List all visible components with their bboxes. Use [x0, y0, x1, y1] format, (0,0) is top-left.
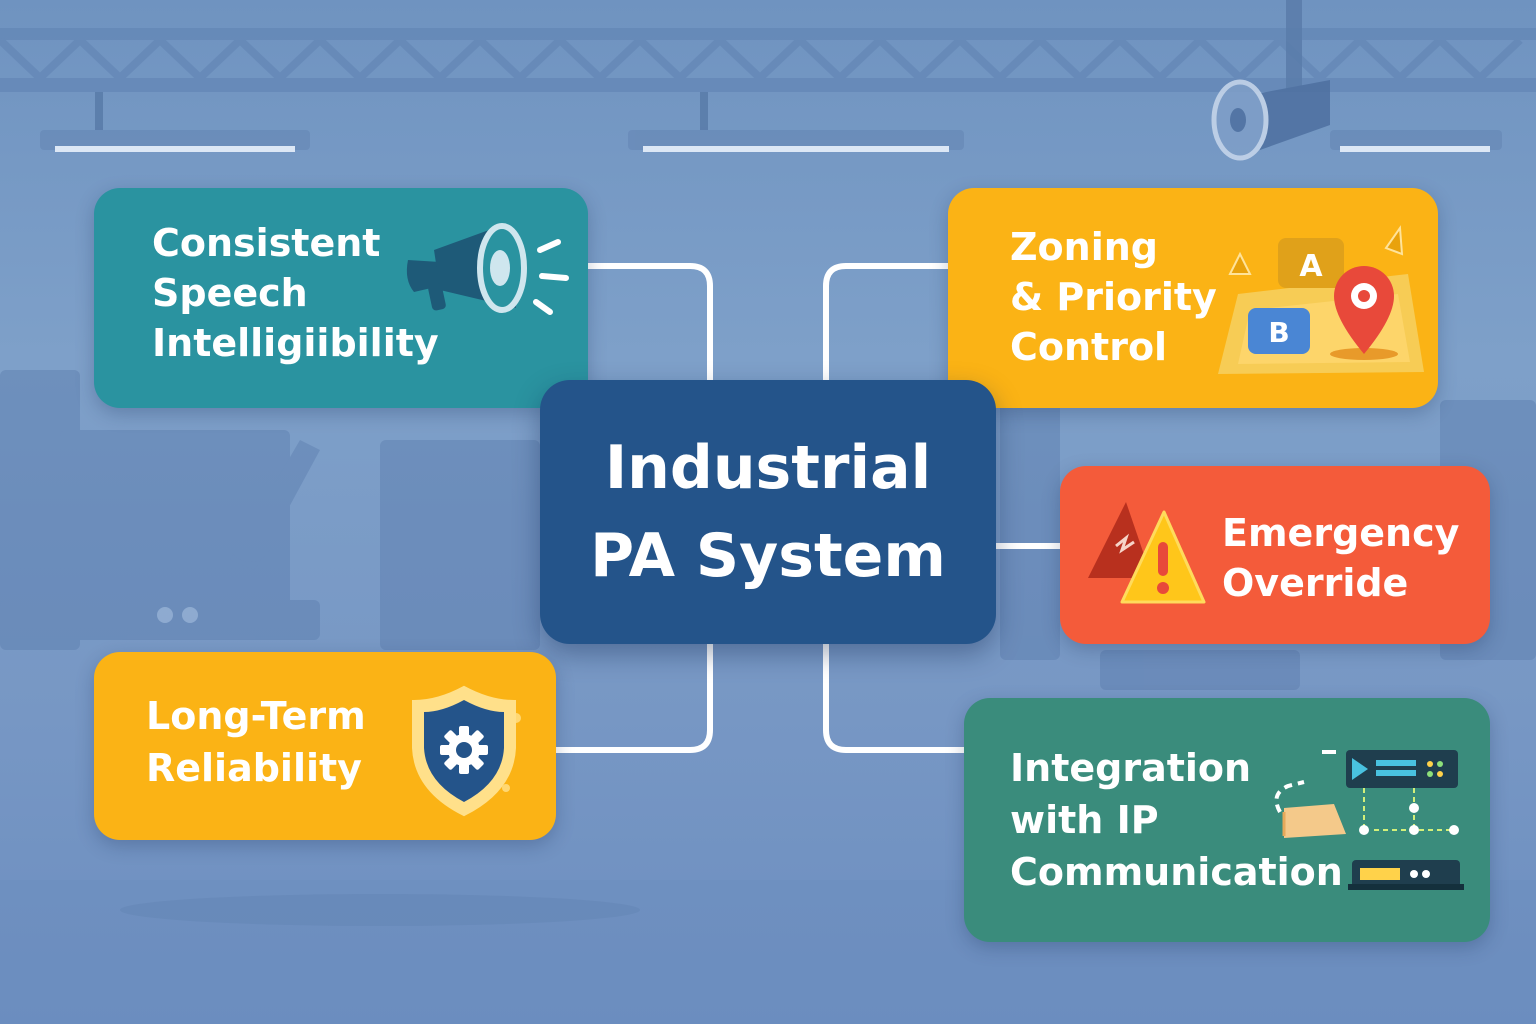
feature-label-reliability: Long-Term Reliability [146, 694, 366, 790]
hanging-lights [40, 92, 1502, 152]
connector-zoning [823, 263, 951, 383]
megaphone-icon [406, 223, 569, 315]
warning-icon [1088, 502, 1206, 604]
feature-label-emergency: Emergency Override [1222, 511, 1460, 605]
center-node: Industrial PA System [540, 380, 996, 644]
connector-reliability [553, 641, 713, 753]
network-devices-icon [1274, 750, 1464, 890]
ceiling-truss [0, 28, 1536, 92]
ceiling-speaker-icon [1211, 0, 1330, 161]
feature-card-speech: Consistent Speech Intelligiibility [94, 188, 588, 408]
feature-label-integration: Integration with IP Communication [1010, 746, 1343, 894]
connector-speech [585, 263, 713, 383]
feature-card-emergency: Emergency Override [1060, 466, 1490, 644]
feature-card-reliability: Long-Term Reliability [94, 652, 556, 840]
zone-a-label: A [1299, 249, 1323, 284]
feature-label-speech: Consistent Speech Intelligiibility [152, 221, 439, 365]
machinery-silhouettes [0, 370, 1536, 690]
feature-card-integration: Integration with IP Communication [964, 698, 1490, 942]
connector-integration [823, 641, 967, 753]
zone-map-icon: A B [1218, 225, 1424, 374]
feature-card-zoning: Zoning & Priority Control A B [948, 188, 1438, 408]
feature-label-zoning: Zoning & Priority Control [1010, 225, 1217, 369]
shield-gear-icon [412, 685, 521, 817]
center-title: Industrial PA System [590, 433, 946, 591]
zone-b-label: B [1268, 316, 1289, 349]
